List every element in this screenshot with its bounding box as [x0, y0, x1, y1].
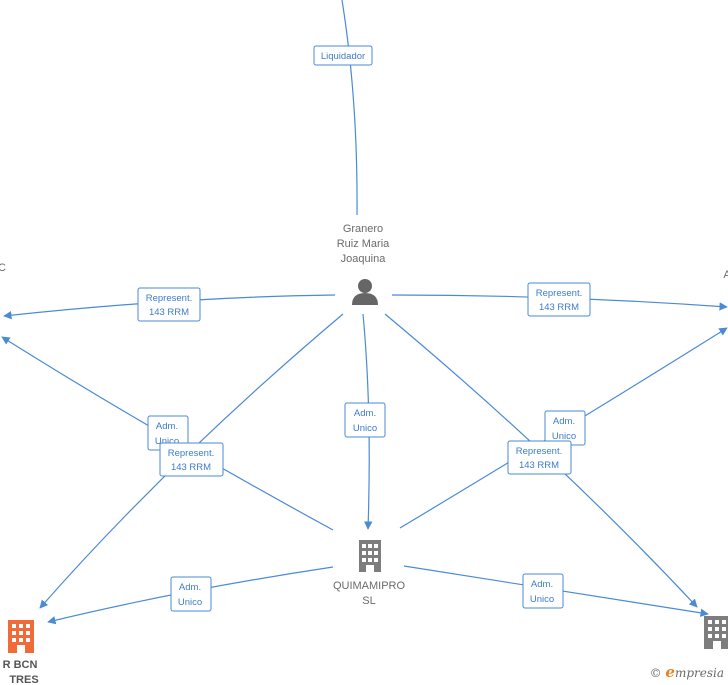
building-icon	[704, 616, 728, 649]
edge-label-adm-right: Adm. Unico	[544, 410, 586, 446]
empresia-logo-initial: e	[665, 663, 675, 681]
svg-text:143 RRM: 143 RRM	[519, 460, 559, 471]
node-quimamipro[interactable]: QUIMAMIPRO SL	[333, 540, 406, 607]
building-icon	[359, 540, 381, 572]
svg-text:Represent.: Represent.	[536, 288, 582, 299]
edge-label-adm-bottom-left: Adm. Unico	[170, 576, 212, 612]
empresia-logo-rest: mpresia	[674, 666, 724, 680]
edge-label-liquidador: Liquidador	[313, 45, 373, 66]
bottom-left-name-line-1: R BCN	[3, 659, 38, 671]
svg-text:Adm.: Adm.	[553, 416, 575, 427]
edge-label-rep-mid-left: Represent. 143 RRM	[159, 442, 224, 477]
svg-text:Represent.: Represent.	[146, 293, 192, 304]
left-node-label-partial: C	[0, 262, 6, 274]
edge-label-rep-left: Represent. 143 RRM	[137, 287, 201, 322]
svg-text:Unico: Unico	[552, 431, 576, 442]
svg-text:Represent.: Represent.	[516, 446, 562, 457]
node-person[interactable]: Granero Ruiz Maria Joaquina	[337, 223, 390, 305]
quimamipro-name-line-2: SL	[362, 595, 375, 607]
person-name-line-1: Granero	[343, 223, 383, 235]
building-icon	[8, 620, 34, 653]
person-name-line-2: Ruiz Maria	[337, 238, 390, 250]
svg-text:Adm.: Adm.	[179, 582, 201, 593]
copyright-symbol: ©	[649, 666, 662, 680]
svg-text:Liquidador: Liquidador	[321, 51, 365, 62]
person-name-line-3: Joaquina	[341, 253, 387, 265]
person-icon	[352, 279, 378, 305]
edge-label-rep-right: Represent. 143 RRM	[527, 282, 591, 317]
svg-text:Unico: Unico	[353, 423, 377, 434]
edge-liquidador	[341, 0, 358, 216]
edge-label-rep-mid-right: Represent. 143 RRM	[507, 440, 572, 475]
bottom-left-name-line-2: TRES	[9, 674, 38, 685]
svg-text:Adm.: Adm.	[531, 579, 553, 590]
empresia-watermark: © empresia	[650, 663, 724, 681]
edge-label-adm-center: Adm. Unico	[344, 402, 386, 438]
svg-text:143 RRM: 143 RRM	[149, 307, 189, 318]
node-bottom-left-company[interactable]: R BCN TRES	[3, 620, 39, 685]
node-bottom-right-company[interactable]	[704, 616, 728, 649]
quimamipro-name-line-1: QUIMAMIPRO	[333, 580, 406, 592]
edge-label-adm-left: Adm. Unico	[147, 415, 189, 451]
svg-text:Unico: Unico	[530, 594, 554, 605]
right-node-label-partial: A	[723, 269, 728, 281]
svg-text:Unico: Unico	[178, 597, 202, 608]
svg-text:Unico: Unico	[155, 436, 179, 447]
svg-text:Adm.: Adm.	[156, 421, 178, 432]
edge-label-adm-bottom-right: Adm. Unico	[522, 573, 564, 609]
svg-text:Adm.: Adm.	[354, 408, 376, 419]
svg-text:143 RRM: 143 RRM	[171, 462, 211, 473]
svg-text:Represent.: Represent.	[168, 448, 214, 459]
svg-text:143 RRM: 143 RRM	[539, 302, 579, 313]
